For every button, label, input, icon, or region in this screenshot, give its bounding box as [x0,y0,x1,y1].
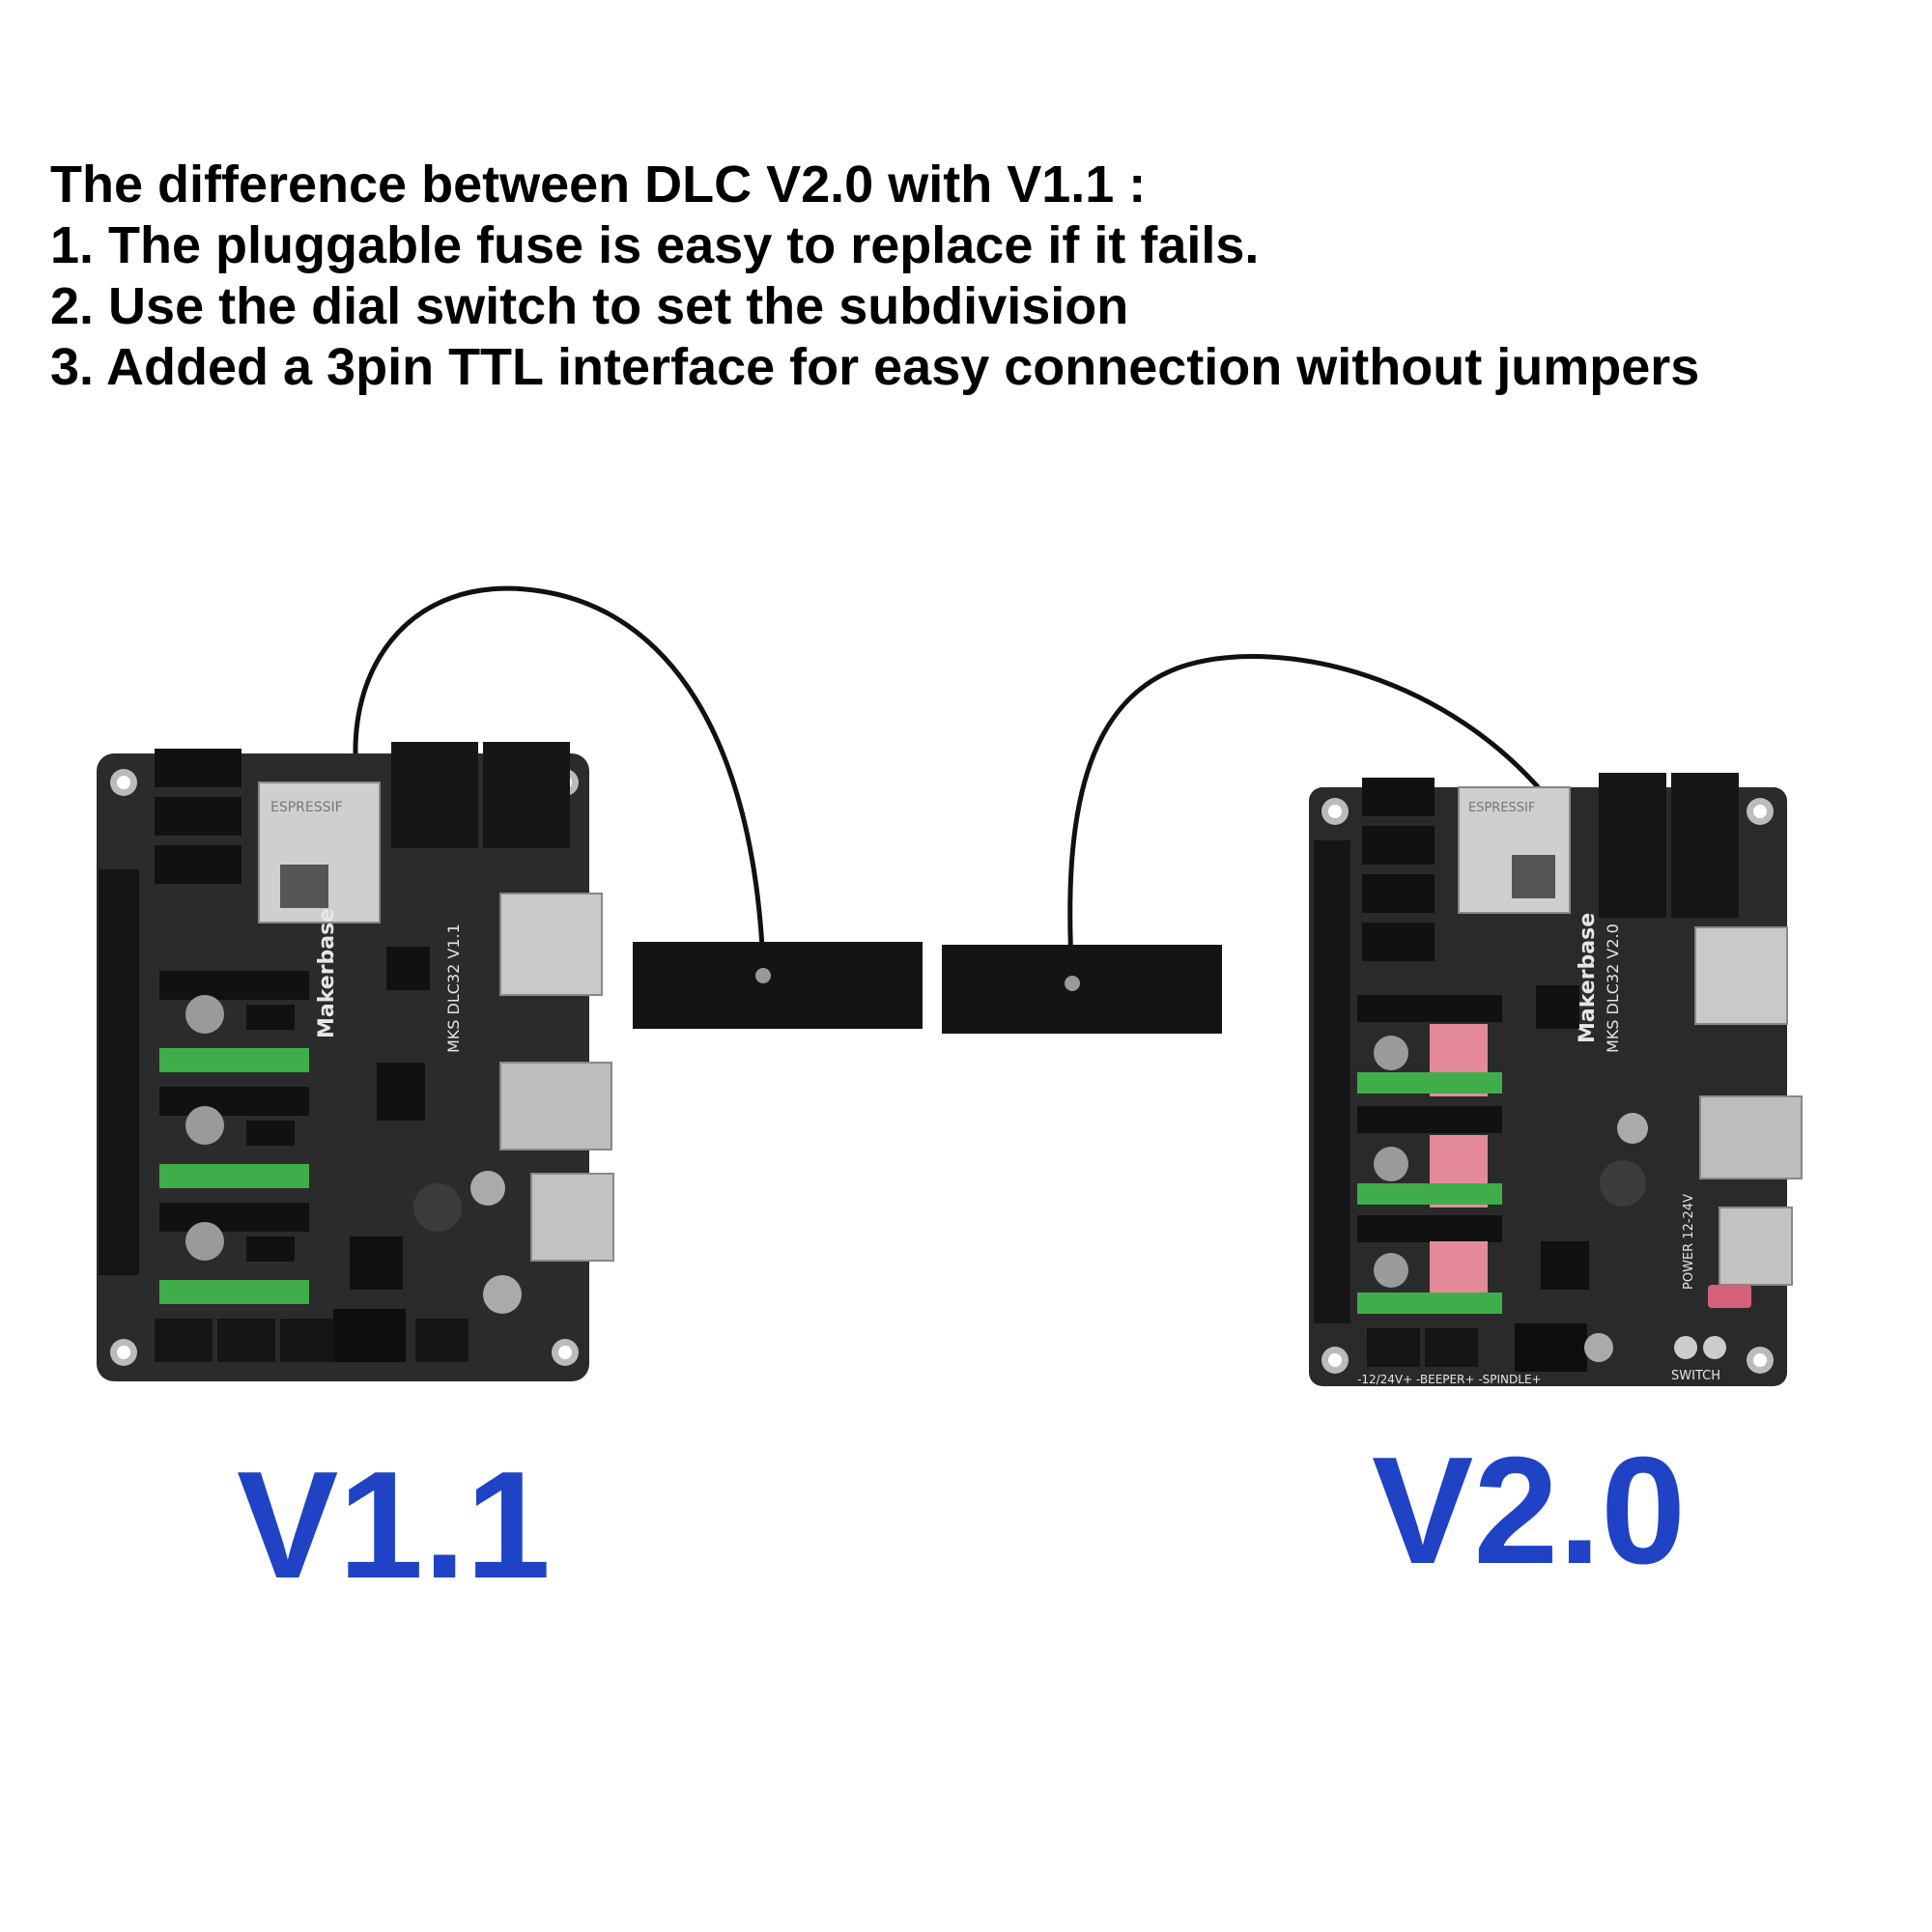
switch-label: SWITCH [1671,1369,1720,1383]
terminal-strip [159,1164,309,1188]
antenna-patch [942,945,1222,1034]
terminal-strip [1357,1183,1502,1205]
terminal-strip [1357,1072,1502,1094]
terminal-strip [159,1280,309,1304]
board-v20: ESPRESSIF Makerbase MKS DLC32 V2.0 POWER… [942,654,1803,1386]
board-brand-text: Makerbase [315,908,339,1038]
antenna-patch [633,942,923,1029]
label-v20: V2.0 [1372,1426,1687,1596]
antenna-cable [353,585,766,967]
board-v11: ESPRESSIF Makerbase MKS DLC32 V1.1 [97,585,923,1381]
terminal-strip [159,1048,309,1072]
pluggable-fuse [1708,1285,1751,1308]
board-model-text: MKS DLC32 V1.1 [444,923,463,1053]
heading: The difference between DLC V2.0 with V1.… [50,155,1886,398]
point-2: 2. Use the dial switch to set the subdiv… [50,277,1129,335]
point-3: 3. Added a 3pin TTL interface for easy c… [50,338,1700,396]
board-brand-text: Makerbase [1576,913,1600,1043]
antenna-cable [1067,654,1552,981]
label-v11: V1.1 [237,1440,552,1610]
terminal-strip [1357,1293,1502,1314]
esp-module-text: ESPRESSIF [1468,801,1535,815]
connector-label: -12/24V+ -BEEPER+ -SPINDLE+ [1357,1373,1542,1386]
board-model-text: MKS DLC32 V2.0 [1604,923,1622,1053]
point-1: 1. The pluggable fuse is easy to replace… [50,216,1260,274]
power-label: POWER 12-24V [1682,1194,1696,1290]
heading-title: The difference between DLC V2.0 with V1.… [50,156,1147,213]
esp-module-text: ESPRESSIF [270,800,343,815]
